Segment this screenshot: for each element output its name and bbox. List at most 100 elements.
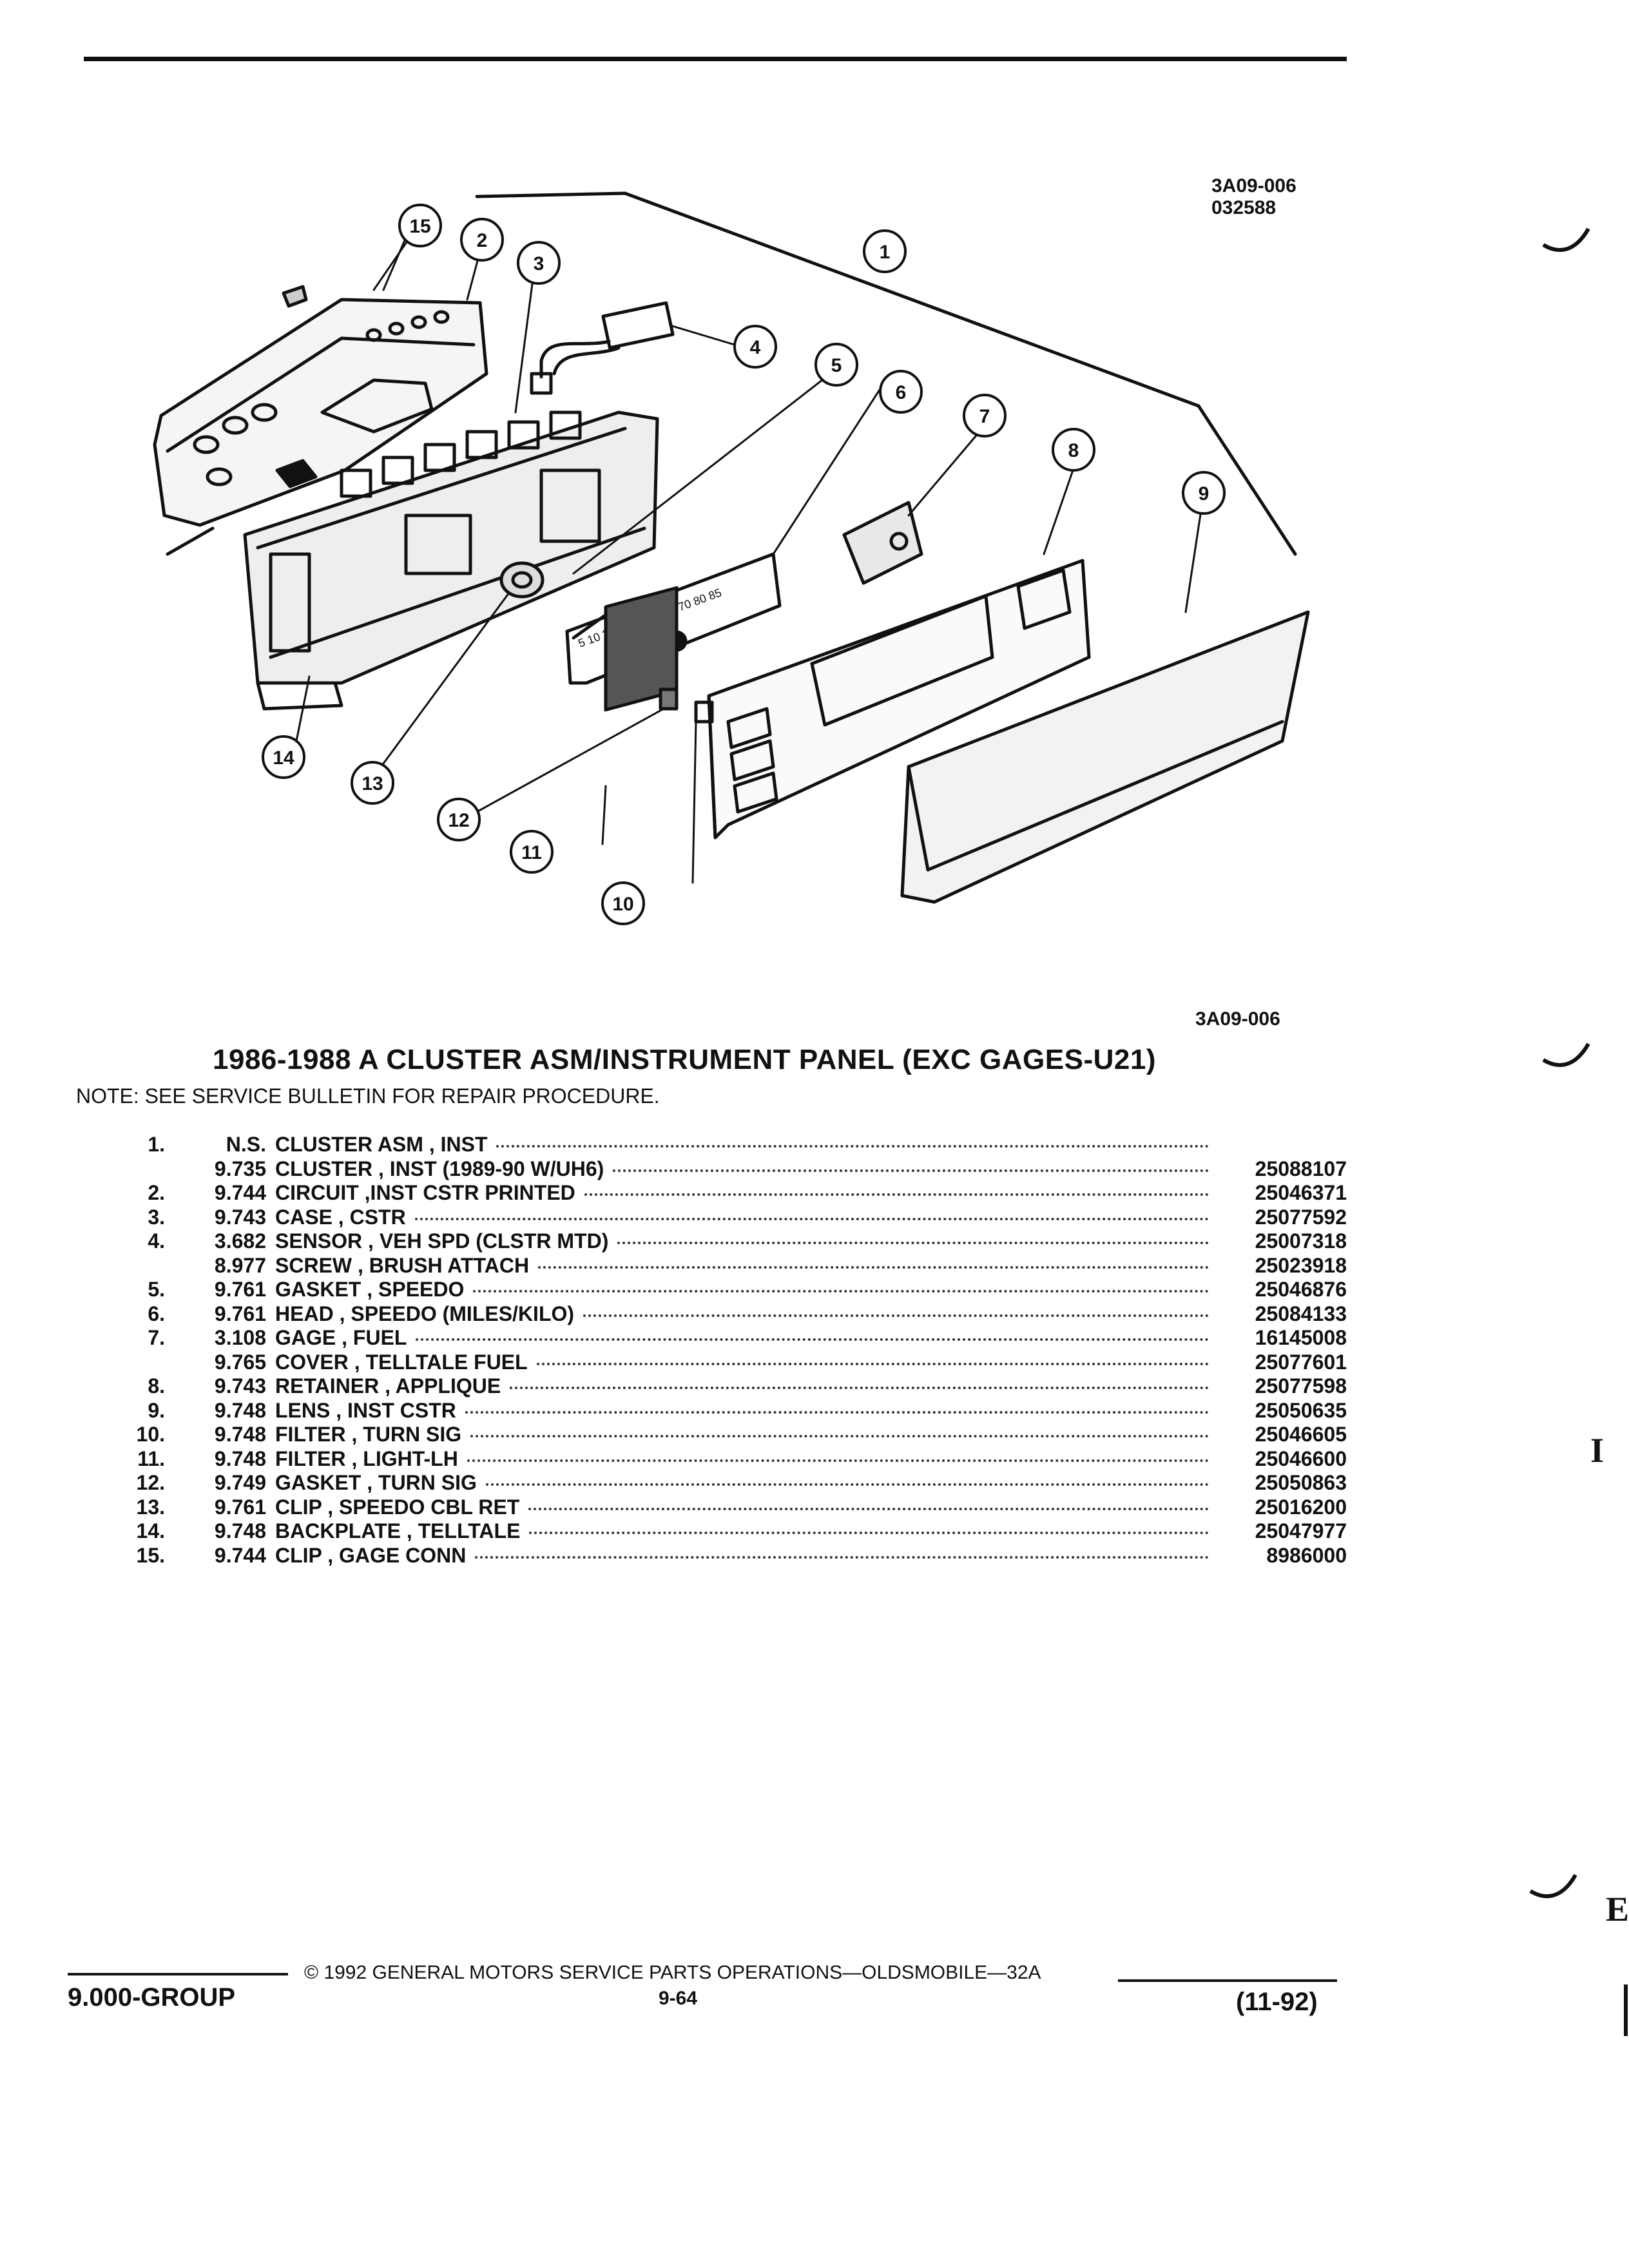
part-circuit-board [153, 298, 488, 527]
svg-text:13: 13 [361, 773, 383, 794]
dot-leader [538, 1265, 1209, 1269]
callout-4: 4 [733, 325, 777, 369]
part-description: SENSOR , VEH SPD (CLSTR MTD) [275, 1229, 609, 1253]
part-filters [604, 586, 714, 724]
svg-text:12: 12 [448, 810, 469, 831]
part-description: GASKET , TURN SIG [275, 1471, 477, 1494]
part-number: 25016200 [1255, 1495, 1347, 1519]
part-sensor [530, 301, 675, 395]
part-speedo-clip [499, 561, 545, 599]
part-number-index: 12. [136, 1471, 165, 1494]
part-group-code: N.S. [226, 1133, 266, 1156]
dot-leader [467, 1459, 1209, 1462]
part-number: 25077592 [1255, 1205, 1347, 1229]
callout-5: 5 [815, 343, 858, 387]
part-number-index: 1. [148, 1133, 165, 1156]
part-number: 25077601 [1255, 1350, 1347, 1374]
callout-15: 15 [398, 204, 442, 247]
part-description: RETAINER , APPLIQUE [275, 1374, 501, 1398]
part-number: 25046605 [1255, 1423, 1347, 1446]
part-description: FILTER , TURN SIG [275, 1423, 462, 1446]
svg-text:10: 10 [612, 894, 633, 915]
part-lens [900, 610, 1310, 904]
callout-3: 3 [517, 241, 561, 285]
dot-leader [528, 1507, 1209, 1510]
part-group-code: 9.761 [214, 1495, 266, 1519]
dot-leader [473, 1290, 1209, 1293]
part-group-code: 9.748 [214, 1423, 266, 1446]
part-number-index: 3. [148, 1205, 165, 1229]
svg-text:7: 7 [979, 406, 990, 427]
part-number-index: 13. [136, 1495, 165, 1519]
svg-text:5: 5 [831, 355, 842, 376]
part-number-index: 9. [148, 1398, 165, 1422]
part-number: 25046876 [1255, 1278, 1347, 1301]
footer-rule-left [68, 1973, 288, 1975]
part-number-index: 6. [148, 1302, 165, 1325]
part-description: CLIP , GAGE CONN [275, 1543, 467, 1567]
part-description: SCREW , BRUSH ATTACH [275, 1253, 530, 1277]
part-description: GAGE , FUEL [275, 1326, 407, 1349]
callout-2: 2 [460, 218, 504, 262]
svg-text:15: 15 [409, 216, 430, 237]
svg-text:6: 6 [896, 382, 907, 403]
dot-leader [414, 1217, 1209, 1220]
part-group-code: 9.748 [214, 1398, 266, 1422]
part-number: 25046371 [1255, 1181, 1347, 1204]
part-number: 25046600 [1255, 1446, 1347, 1470]
part-description: CLIP , SPEEDO CBL RET [275, 1495, 520, 1519]
margin-letter: I [1590, 1431, 1605, 1470]
svg-text:14: 14 [273, 747, 294, 769]
svg-text:2: 2 [477, 230, 488, 251]
dot-leader [485, 1483, 1209, 1486]
svg-text:8: 8 [1068, 440, 1079, 461]
leader-lines [295, 221, 1203, 884]
part-description: BACKPLATE , TELLTALE [275, 1519, 521, 1542]
part-number: 25084133 [1255, 1302, 1347, 1325]
part-group-code: 9.749 [214, 1471, 266, 1494]
margin-bar [1624, 1984, 1628, 2036]
part-description: HEAD , SPEEDO (MILES/KILO) [275, 1302, 575, 1325]
part-number-index: 2. [148, 1181, 165, 1204]
part-group-code: 3.108 [214, 1326, 266, 1349]
part-retainer-applique [707, 559, 1091, 840]
dot-leader [465, 1410, 1209, 1414]
callout-13: 13 [351, 761, 394, 805]
svg-text:11: 11 [521, 842, 542, 863]
dot-leader [416, 1338, 1209, 1341]
part-number-index: 14. [136, 1519, 165, 1542]
svg-text:3: 3 [534, 253, 545, 274]
reference-code-bottom: 3A09-006 [1195, 1008, 1280, 1030]
page-title: 1986-1988 A CLUSTER ASM/INSTRUMENT PANEL… [213, 1044, 1156, 1075]
svg-text:1: 1 [880, 242, 891, 263]
callout-8: 8 [1052, 428, 1095, 472]
callout-1: 1 [863, 229, 907, 273]
part-group-code: 9.743 [214, 1374, 266, 1398]
part-number: 25007318 [1255, 1229, 1347, 1253]
part-group-code: 3.682 [214, 1229, 266, 1253]
dot-leader [496, 1145, 1209, 1148]
part-description: CASE , CSTR [275, 1205, 406, 1229]
margin-tick-mark [1529, 1874, 1577, 1898]
part-group-code: 9.765 [214, 1350, 266, 1374]
svg-text:9: 9 [1199, 483, 1210, 505]
margin-tick-mark [1542, 227, 1590, 252]
part-number-index: 7. [148, 1326, 165, 1349]
part-number: 25050635 [1255, 1398, 1347, 1422]
assembly-bracket-line [475, 191, 1297, 556]
reference-code: 3A09-006 [1211, 175, 1296, 197]
service-note: NOTE: SEE SERVICE BULLETIN FOR REPAIR PR… [76, 1084, 660, 1108]
dot-leader [617, 1242, 1209, 1244]
callout-labels: 15 2 3 1 4 5 6 7 8 9 14 13 12 11 10 [262, 204, 1226, 925]
top-rule [84, 57, 1347, 61]
callout-12: 12 [437, 798, 481, 841]
